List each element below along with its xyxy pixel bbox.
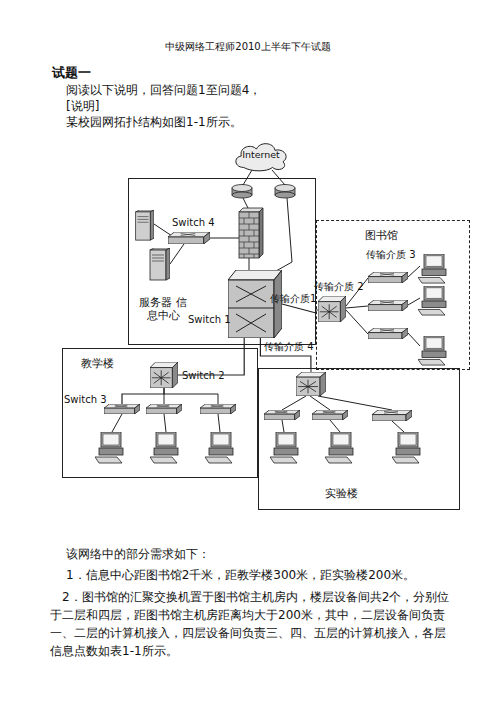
wire	[218, 414, 220, 432]
computer-icon	[418, 286, 446, 315]
router	[275, 185, 295, 199]
switch-node: Switch 3	[104, 404, 140, 414]
computer-icon	[392, 432, 420, 463]
wire	[330, 420, 340, 432]
server-icon	[136, 210, 154, 240]
wire	[346, 310, 368, 334]
computer-icon	[325, 432, 353, 463]
wire	[318, 396, 392, 410]
firewall	[239, 208, 263, 258]
link-line	[122, 388, 164, 404]
node-outline	[168, 232, 210, 244]
text-line: 阅读以下说明，回答问题1至问题4，	[66, 82, 426, 99]
node-label: Switch 3	[64, 394, 108, 406]
text-line: 传输介质 2	[314, 280, 384, 294]
router	[232, 185, 252, 199]
page-title: 中级网络工程师2010上半年下午试题	[0, 40, 496, 54]
node-label: 教学楼	[81, 357, 131, 370]
wires	[112, 170, 420, 432]
wire	[210, 238, 239, 239]
switch-node: Switch 2	[150, 362, 178, 388]
switch-icon	[264, 410, 300, 420]
text-line: 1．信息中心距图书馆2千米，距教学楼300米，距实验楼200米。	[66, 567, 466, 584]
link-line	[178, 338, 244, 375]
node-label: Internet	[232, 149, 290, 160]
switch-icon	[296, 372, 326, 396]
wire	[164, 388, 165, 404]
router-top	[232, 185, 252, 192]
switch-icon	[312, 410, 348, 420]
text-line: [说明]	[66, 98, 166, 115]
area-box: 服务器 信息中心 Switch 4 Switch 1	[128, 178, 316, 345]
link-label: 传输介质1	[270, 292, 316, 306]
node-label: Switch 2	[182, 370, 232, 382]
computer-icon	[150, 432, 178, 463]
switch-icon	[368, 272, 408, 283]
text-line: 某校园网拓扑结构如图1-1所示。	[66, 114, 426, 131]
router-bottom	[232, 192, 252, 198]
node-shape	[104, 404, 140, 414]
computer-icon	[418, 254, 446, 283]
wire	[408, 298, 420, 305]
node-label: 图书馆	[365, 229, 415, 242]
switch-icon	[200, 404, 236, 414]
wire	[164, 394, 218, 404]
router-bottom	[275, 192, 295, 198]
computer-icon	[418, 336, 446, 365]
text-line: 2．图书馆的汇聚交换机置于图书馆主机房内，楼层设备间共2个，分别位于二层和四层，…	[50, 588, 452, 660]
firewall-side	[259, 208, 263, 258]
link-line	[282, 304, 316, 313]
link-label: 传输介质 4	[264, 340, 314, 354]
switch-icon	[318, 296, 346, 322]
server-icon	[150, 248, 170, 280]
node-label: Switch 1	[188, 314, 232, 326]
node-label: 服务器 信息中心	[136, 296, 190, 321]
router-top	[275, 185, 295, 192]
wire	[408, 333, 420, 346]
computer-icon	[270, 432, 298, 463]
switch-node: Switch 4	[168, 232, 210, 244]
node-shape	[168, 232, 210, 244]
wire	[282, 396, 306, 410]
firewall-front	[239, 212, 259, 258]
cloud-node: Internet	[232, 140, 290, 172]
computer-icon	[95, 432, 123, 463]
firewall-bricks	[239, 212, 259, 258]
node-label: Switch 4	[172, 217, 222, 229]
wire	[282, 420, 284, 432]
area-box: 教学楼 Switch 2 Switch 3	[62, 348, 258, 478]
node-label: 实验楼	[325, 487, 375, 500]
wire	[243, 198, 248, 208]
switch-icon	[368, 328, 408, 339]
wire	[170, 244, 184, 264]
area-box: 实验楼	[258, 368, 460, 510]
node-shape	[150, 362, 178, 388]
text-line: 该网络中的部分需求如下：	[66, 546, 366, 563]
computer-icon	[205, 432, 233, 463]
text-line: 试题一	[52, 64, 172, 82]
switch-icon	[372, 410, 412, 421]
wire	[249, 258, 250, 272]
area-box: 图书馆	[316, 220, 470, 370]
wire	[392, 421, 404, 432]
wire	[164, 414, 166, 432]
node-outline	[150, 362, 178, 388]
wire	[276, 198, 292, 271]
wire	[408, 266, 420, 277]
switch-icon	[146, 404, 182, 414]
wire	[154, 224, 172, 236]
wire	[112, 414, 122, 432]
text-line: 传输介质 3	[366, 248, 436, 262]
switch-icon	[368, 300, 408, 311]
node-outline	[104, 404, 140, 414]
wire	[346, 306, 368, 308]
